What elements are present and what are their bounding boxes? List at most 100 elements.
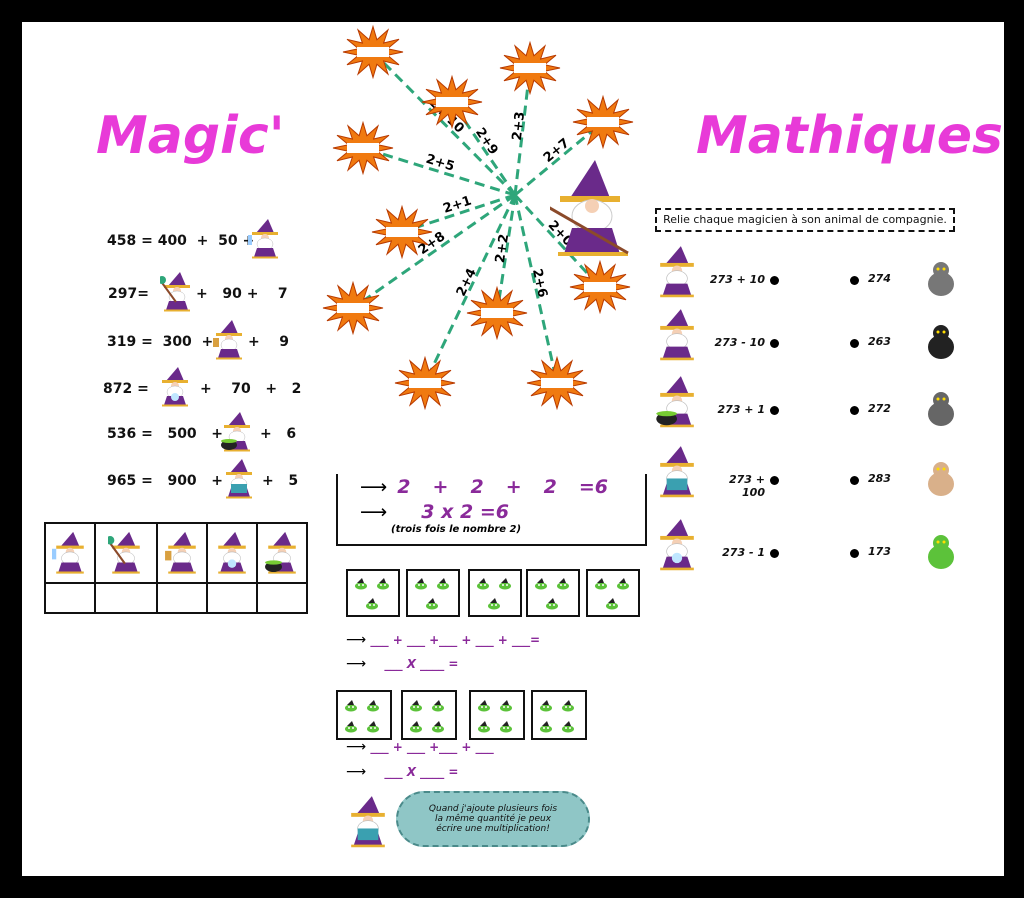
frog-icon <box>616 575 630 590</box>
frog-group-box <box>401 690 457 740</box>
answer-blank[interactable] <box>347 143 379 153</box>
right-connect-dot[interactable] <box>850 476 859 485</box>
right-connect-dot[interactable] <box>850 339 859 348</box>
star-answer-box[interactable] <box>371 204 433 260</box>
ray-label: 2+5 <box>424 152 456 175</box>
arrow-icon: ⟶ <box>346 632 371 648</box>
frog-icon <box>366 718 380 733</box>
frog-icon <box>605 595 619 610</box>
grid-wizard-cell <box>44 522 96 584</box>
left-connect-dot[interactable] <box>770 476 779 485</box>
ray-line <box>513 67 532 196</box>
title-right: Mathiques <box>696 106 1003 166</box>
expression-label: 273 + 100 <box>728 473 765 499</box>
left-connect-dot[interactable] <box>770 406 779 415</box>
decomposition-row: 297= <box>108 286 149 302</box>
left-connect-dot[interactable] <box>770 549 779 558</box>
star-answer-box[interactable] <box>526 355 588 411</box>
answer-blank[interactable] <box>587 117 619 127</box>
star-answer-box[interactable] <box>421 74 483 130</box>
arrow-icon: ⟶ <box>360 476 388 498</box>
left-connect-dot[interactable] <box>770 339 779 348</box>
wizard-staff-icon <box>158 272 194 312</box>
result-label: 283 <box>868 472 891 485</box>
expression-label: 273 - 1 <box>722 546 765 559</box>
decomposition-row: 965 = 900 + <box>107 473 224 489</box>
exercise2-sum[interactable]: ⟶ ___ + ___ +___ + ___ <box>346 739 494 755</box>
grid-answer-cell[interactable] <box>156 582 208 614</box>
star-answer-box[interactable] <box>466 285 528 341</box>
right-connect-dot[interactable] <box>850 276 859 285</box>
frog-icon <box>561 718 575 733</box>
frog-group-box <box>336 690 392 740</box>
star-answer-box[interactable] <box>342 24 404 80</box>
grid-answer-cell[interactable] <box>256 582 308 614</box>
exercise1-sum[interactable]: ⟶ ___ + ___ +___ + ___ + ___= <box>346 632 540 648</box>
ray-line <box>513 194 559 384</box>
ray-label: 2+9 <box>472 125 501 157</box>
decomposition-row-rest: + 6 <box>260 426 297 442</box>
star-answer-box[interactable] <box>572 94 634 150</box>
frog-icon <box>344 697 358 712</box>
answer-blank[interactable] <box>436 97 468 107</box>
star-answer-box[interactable] <box>569 259 631 315</box>
frog-icon <box>344 718 358 733</box>
frog-icon <box>409 718 423 733</box>
sum-blanks: ___ + ___ +___ + ___ + ___= <box>370 633 541 647</box>
star-answer-box[interactable] <box>332 120 394 176</box>
mult-blanks: ___ X ____ = <box>384 765 459 779</box>
answer-blank[interactable] <box>409 378 441 388</box>
wizard-potion-icon <box>248 219 282 259</box>
wizard-staff-icon <box>105 531 144 575</box>
frog-icon <box>354 575 368 590</box>
decomposition-row-rest: + 90 + 7 <box>196 286 288 302</box>
star-answer-box[interactable] <box>394 355 456 411</box>
wizard-owl-icon <box>212 320 246 360</box>
answer-blank[interactable] <box>386 227 418 237</box>
exercise2-mult[interactable]: ⟶ ___ X ____ = <box>346 764 458 780</box>
bubble-line: écrire une multiplication! <box>436 824 550 834</box>
grid-answer-cell[interactable] <box>94 582 158 614</box>
ray-line <box>450 101 517 196</box>
right-connect-dot[interactable] <box>850 549 859 558</box>
frog-icon <box>431 718 445 733</box>
exercise1-mult[interactable]: ⟶ ___ X ____ = <box>346 656 458 672</box>
result-label: 274 <box>868 272 891 285</box>
star-answer-box[interactable] <box>322 280 384 336</box>
answer-blank[interactable] <box>481 308 513 318</box>
answer-blank[interactable] <box>514 63 546 73</box>
grid-answer-cell[interactable] <box>206 582 258 614</box>
frog-group-box <box>469 690 525 740</box>
frog-icon <box>594 575 608 590</box>
left-connect-dot[interactable] <box>770 276 779 285</box>
example-term: 2 <box>397 476 411 498</box>
grid-wizard-cell <box>256 522 308 584</box>
grid-answer-cell[interactable] <box>44 582 96 614</box>
frog-icon <box>376 575 390 590</box>
frog-icon <box>431 697 445 712</box>
right-connect-dot[interactable] <box>850 406 859 415</box>
frog-icon <box>477 697 491 712</box>
speech-bubble: Quand j'ajoute plusieurs fois la même qu… <box>396 791 590 847</box>
sum-blanks: ___ + ___ +___ + ___ <box>370 740 494 754</box>
star-answer-box[interactable] <box>499 40 561 96</box>
wizard-orb-icon <box>655 515 699 575</box>
answer-blank[interactable] <box>357 47 389 57</box>
wizard-book-icon <box>655 442 699 502</box>
frog-icon <box>920 531 962 573</box>
example-term: 2 <box>470 476 484 498</box>
frog-group-box <box>586 569 640 617</box>
example-term: 2 <box>543 476 557 498</box>
decomposition-row: 458 = 400 + 50 + <box>107 233 255 249</box>
answer-blank[interactable] <box>584 282 616 292</box>
answer-blank[interactable] <box>541 378 573 388</box>
example-term: =6 <box>578 476 608 498</box>
ray-line <box>514 120 604 197</box>
ray-line <box>371 50 517 197</box>
frog-icon <box>556 575 570 590</box>
frog-group-box <box>531 690 587 740</box>
answer-blank[interactable] <box>337 303 369 313</box>
frog-group-box <box>468 569 522 617</box>
